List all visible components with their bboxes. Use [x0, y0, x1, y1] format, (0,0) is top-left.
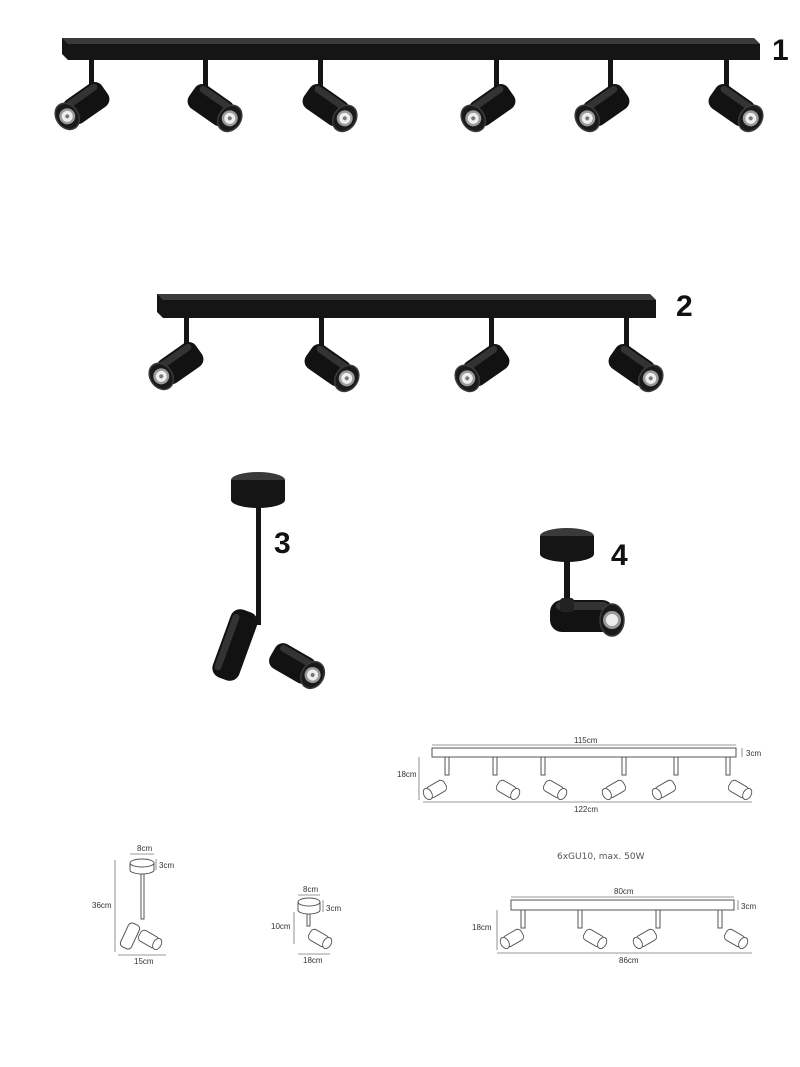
bulb-spec-text: 6xGU10, max. 50W — [557, 852, 645, 862]
six-spot-height: 18cm — [397, 770, 417, 779]
product-number-1: 1 — [772, 34, 789, 67]
six-spot-ceiling-light — [49, 38, 769, 137]
single-spot-dimension-diagram: 8cm 3cm 10cm 18cm — [271, 885, 341, 965]
product-number-3: 3 — [274, 527, 291, 560]
six-spot-bar-height: 3cm — [746, 749, 761, 758]
single-spot-width: 18cm — [303, 956, 323, 965]
four-spot-ceiling-light — [143, 294, 669, 397]
six-spot-total-length: 122cm — [574, 805, 598, 814]
pendant-height: 36cm — [92, 901, 112, 910]
four-spot-total-length: 86cm — [619, 956, 639, 965]
single-spot-height: 10cm — [271, 922, 291, 931]
four-spot-bar-height: 3cm — [741, 902, 756, 911]
six-spot-bar-length: 115cm — [574, 736, 598, 745]
product-number-4: 4 — [611, 539, 628, 572]
pendant-base-height: 3cm — [159, 861, 174, 870]
single-spot-ceiling-light — [540, 528, 625, 637]
pendant-base-width: 8cm — [137, 844, 152, 853]
four-spot-dimension-diagram: 80cm 3cm 18cm 86cm — [472, 887, 756, 965]
single-spot-base-height: 3cm — [326, 904, 341, 913]
product-number-2: 2 — [676, 290, 693, 323]
six-spot-dimension-diagram: 115cm 3cm 18cm 122cm — [397, 736, 761, 814]
four-spot-height: 18cm — [472, 923, 492, 932]
four-spot-bar-length: 80cm — [614, 887, 634, 896]
double-pendant-dimension-diagram: 8cm 3cm 36cm 15cm — [92, 844, 174, 966]
pendant-width: 15cm — [134, 957, 154, 966]
single-spot-base-width: 8cm — [303, 885, 318, 894]
double-spot-pendant-light — [212, 472, 330, 694]
